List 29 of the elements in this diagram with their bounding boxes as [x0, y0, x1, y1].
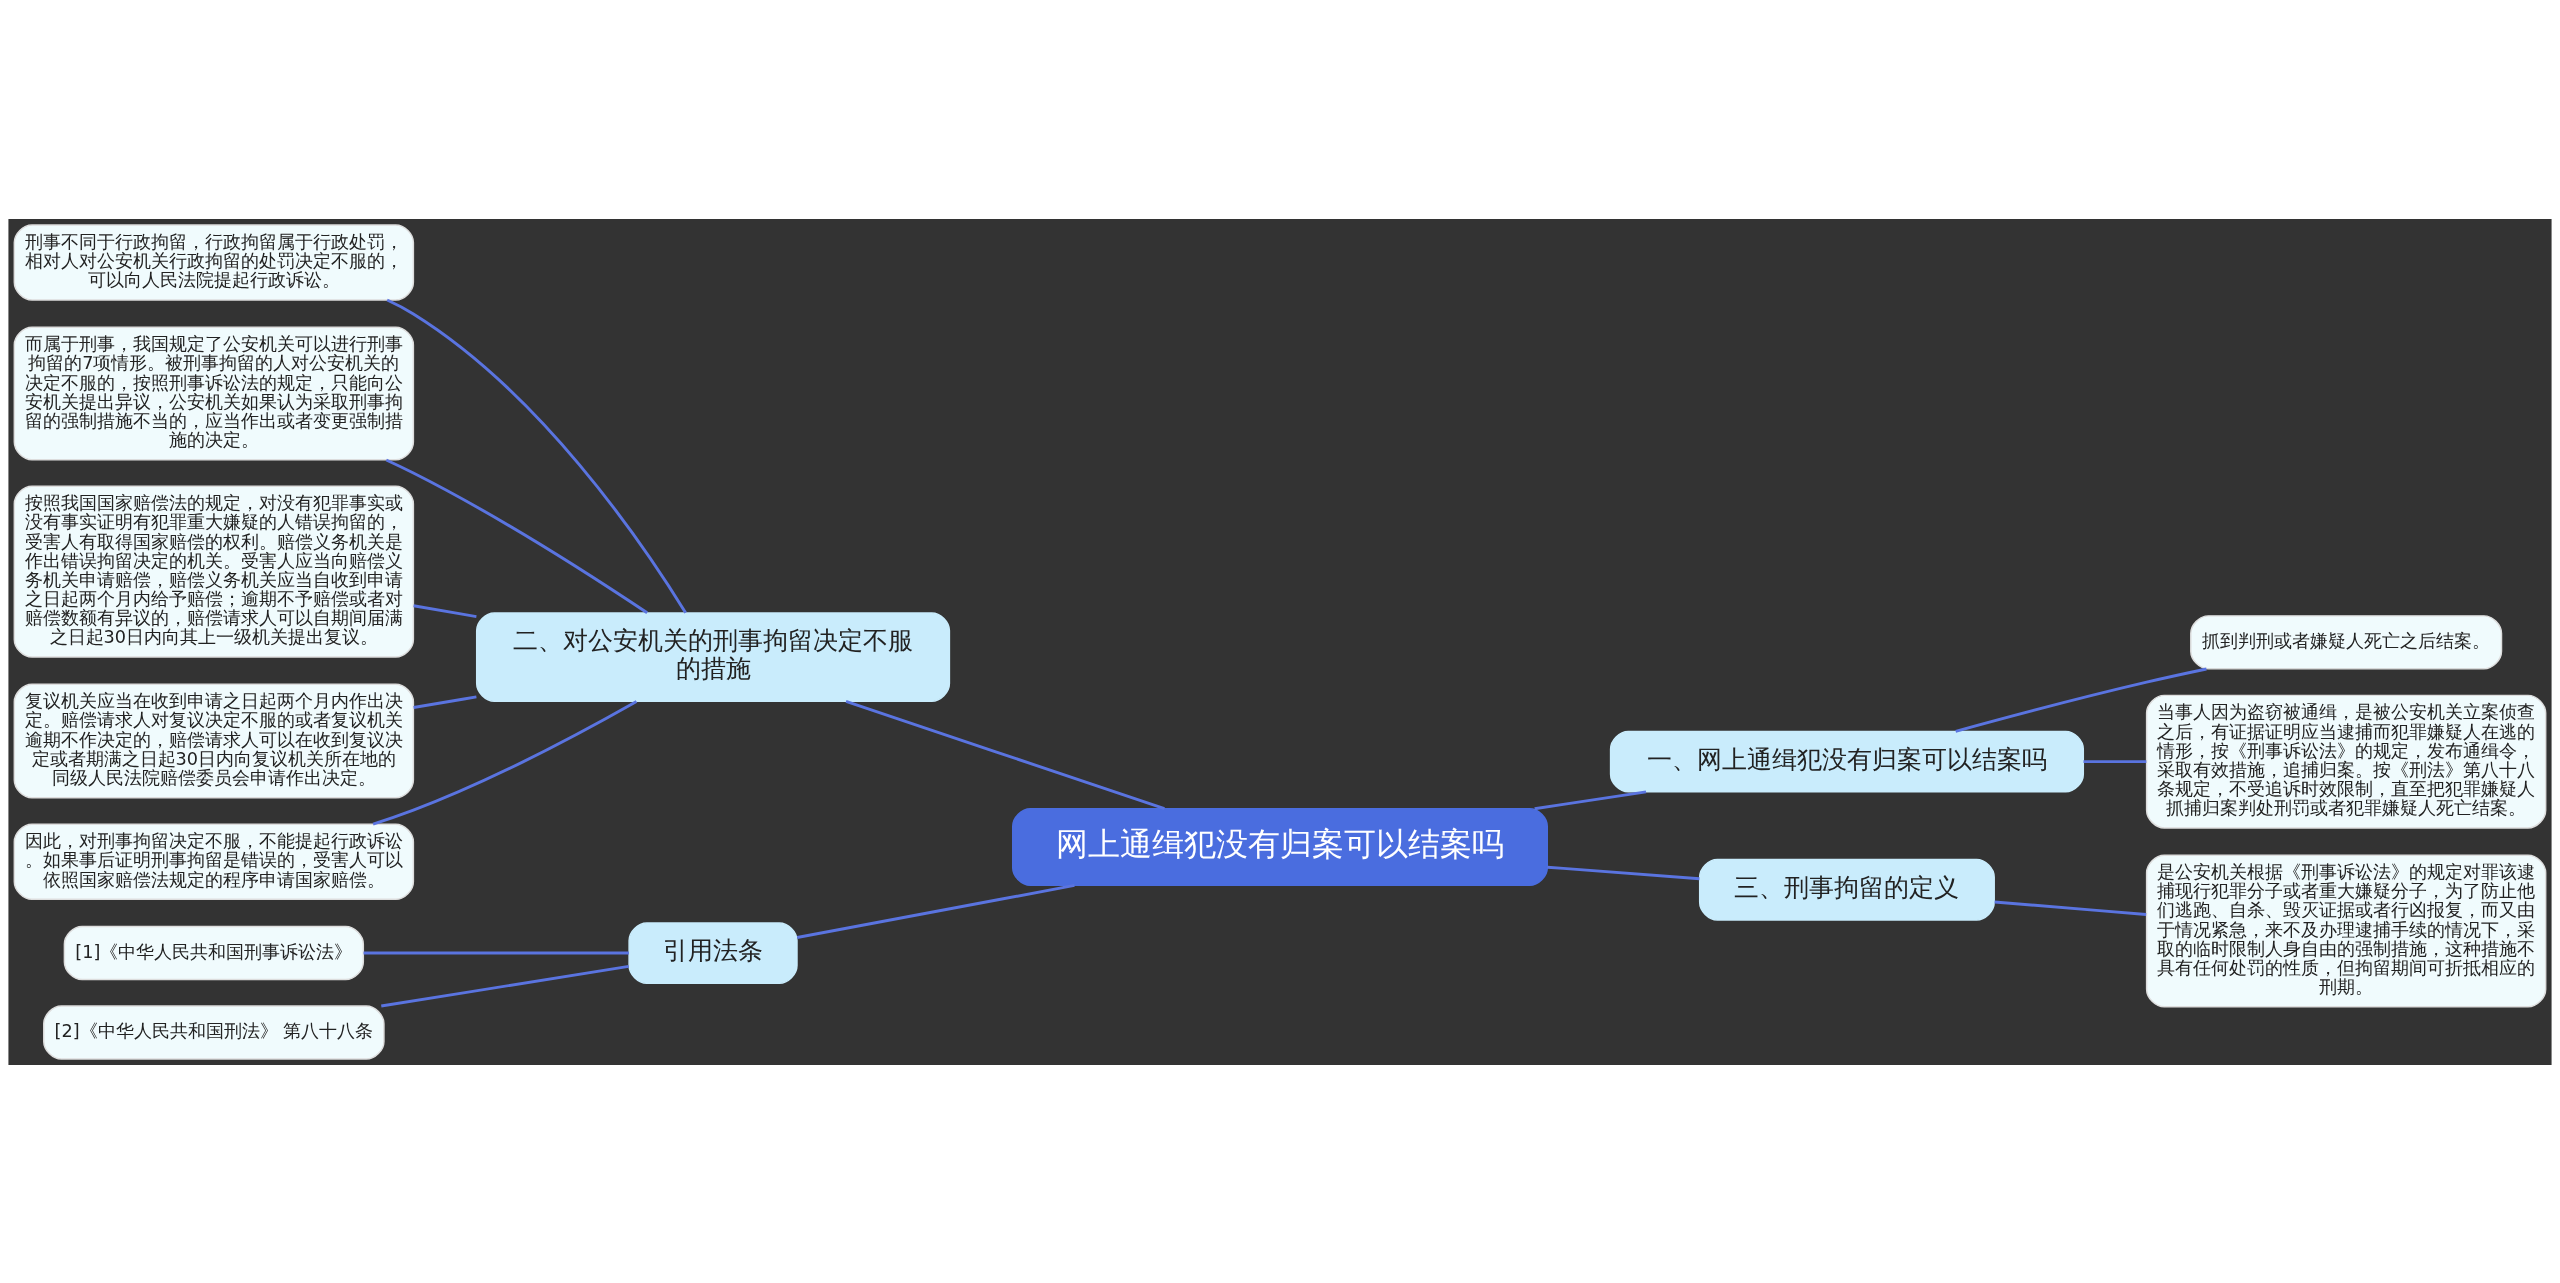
connector: [413, 694, 477, 709]
node-box: 二、对公安机关的刑事拘留决定不服的措施: [475, 611, 951, 702]
node-box: 网上通缉犯没有归案可以结案吗: [1012, 807, 1548, 886]
connector: [1955, 667, 2207, 733]
connector: [363, 951, 629, 955]
connector: [845, 699, 1165, 810]
node-box: 刑事不同于行政拘留，行政拘留属于行政处罚，相对人对公安机关行政拘留的处罚决定不服的，可以向人民法院提起行政诉讼。: [13, 223, 415, 301]
connector: [381, 964, 629, 1007]
connector: [385, 458, 648, 614]
connector: [372, 699, 638, 825]
node-box: 是公安机关根据《刑事诉讼法》的规定对罪该逮捕现行犯罪分子或者重大嫌疑分子，为了防止他们逃跑、自杀、毁灭证据或者行凶报复，而又由于情况紧急，来不及办理逮捕手续的情况下，采取的临时限制人身自由的强制措施，这种措施不具有任何处罚的性质，但拘留期间可折抵相应的刑期。: [2145, 853, 2547, 1008]
connector: [386, 298, 687, 613]
connector: [796, 883, 1075, 939]
connector: [1547, 865, 1700, 880]
connector: [1994, 899, 2147, 916]
connector: [1534, 789, 1647, 810]
node-box: 因此，对刑事拘留决定不服，不能提起行政诉讼。如果事后证明刑事拘留是错误的，受害人可以依照国家赔偿法规定的程序申请国家赔偿。: [13, 823, 415, 900]
node-box: 一、网上通缉犯没有归案可以结案吗: [1609, 730, 2085, 793]
node-box: [2]《中华人民共和国刑法》 第八十八条: [43, 1004, 385, 1060]
node-box: 按照我国国家赔偿法的规定，对没有犯罪事实或没有事实证明有犯罪重大嫌疑的人错误拘留的，受害人有取得国家赔偿的权利。赔偿义务机关是作出错误拘留决定的机关。受害人应当向赔偿义务机关申请赔偿，赔偿义务机关应当自收到申请之日起两个月内给予赔偿；逾期不予赔偿或者对赔偿数额有异议的，赔偿请求人可以自期间届满之日起30日内向其上一级机关提出复议。: [13, 485, 415, 658]
node-box: 复议机关应当在收到申请之日起两个月内作出决定。赔偿请求人对复议决定不服的或者复议机关逾期不作决定的，赔偿请求人可以在收到复议决定或者期满之日起30日内向复议机关所在地的同级人民法院赔偿委员会申请作出决定。: [13, 683, 415, 798]
node-box: 引用法条: [628, 921, 798, 984]
node-box: [1]《中华人民共和国刑事诉讼法》: [63, 925, 365, 980]
node-box: 抓到判刑或者嫌疑人死亡之后结案。: [2190, 614, 2503, 670]
connector: [2083, 759, 2147, 763]
node-box: 当事人因为盗窃被通缉，是被公安机关立案侦查之后，有证据证明应当逮捕而犯罪嫌疑人在逃的情形，按《刑事诉讼法》的规定，发布通缉令，采取有效措施，追捕归案。按《刑法》第八十八条规定，不受追诉时效限制，直至把犯罪嫌疑人抓捕归案判处刑罚或者犯罪嫌疑人死亡结案。: [2145, 694, 2547, 829]
node-box: 而属于刑事，我国规定了公安机关可以进行刑事拘留的7项情形。被刑事拘留的人对公安机关的决定不服的，按照刑事诉讼法的规定，只能向公安机关提出异议，公安机关如果认为采取刑事拘留的强制措施不当的，应当作出或者变更强制措施的决定。: [13, 326, 415, 460]
connector: [413, 603, 477, 618]
node-box: 三、刑事拘留的定义: [1698, 858, 1995, 921]
